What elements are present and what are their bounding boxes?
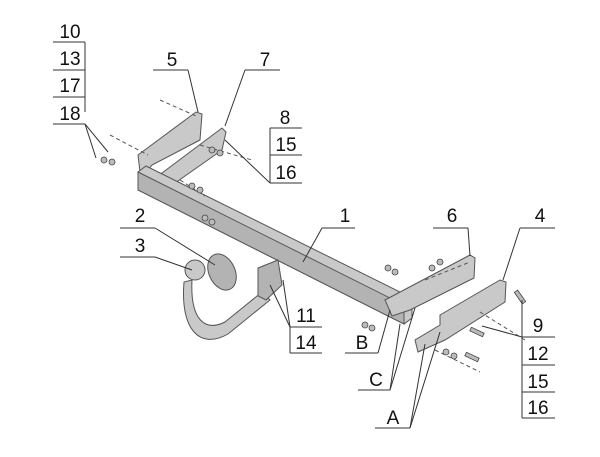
- label-10: 10: [59, 22, 80, 43]
- label-5: 5: [167, 50, 178, 71]
- label-16-bottom: 16: [527, 398, 548, 419]
- label-4: 4: [535, 206, 546, 227]
- label-15-top: 15: [275, 135, 296, 156]
- tow-ball: [184, 259, 206, 281]
- label-13: 13: [59, 49, 80, 70]
- label-A: A: [387, 408, 400, 429]
- crossbar-face: [137, 171, 405, 325]
- bracket-4: [414, 279, 507, 353]
- label-11: 11: [296, 306, 316, 327]
- leader-lines: [53, 41, 555, 429]
- label-17: 17: [59, 76, 80, 97]
- ball-mount: [257, 259, 283, 301]
- label-2: 2: [135, 206, 146, 227]
- socket-plate: [207, 253, 237, 291]
- label-1: 1: [340, 206, 351, 227]
- label-3: 3: [135, 236, 146, 257]
- label-18: 18: [59, 104, 80, 125]
- label-15-bottom: 15: [527, 372, 548, 393]
- label-8: 8: [280, 108, 291, 129]
- label-C: C: [369, 370, 383, 391]
- label-14: 14: [295, 333, 317, 354]
- label-16-top: 16: [275, 163, 296, 184]
- label-12: 12: [527, 344, 548, 365]
- label-6: 6: [447, 206, 458, 227]
- label-9: 9: [533, 316, 544, 337]
- label-B: B: [356, 333, 369, 354]
- ball-neck: [182, 279, 271, 340]
- label-7: 7: [260, 50, 271, 71]
